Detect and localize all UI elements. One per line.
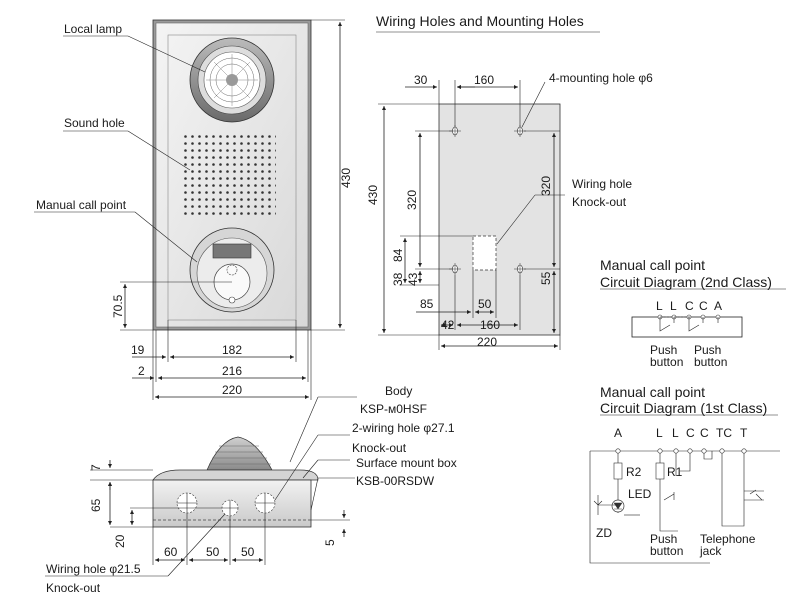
dim-front-216: 216 <box>222 364 242 378</box>
terminal-label: TC <box>716 426 732 440</box>
label-manual-call-point: Manual call point <box>36 198 127 212</box>
dim-side-65: 65 <box>89 498 103 512</box>
mounting-view <box>376 31 600 350</box>
label-local-lamp: Local lamp <box>64 22 122 36</box>
label-wiring-hole-21: Wiring hole φ21.5 <box>46 562 141 576</box>
terminal-label: L <box>656 426 663 440</box>
dim-mount-bottom-160: 160 <box>480 318 500 332</box>
circuit-1st-class <box>589 414 780 564</box>
label-wiring-hole: Wiring hole <box>572 177 632 191</box>
dim-front-19: 19 <box>131 343 145 357</box>
push-button-icon <box>663 492 675 501</box>
push-button-label: Push <box>650 532 677 546</box>
circuit2-title-2: Circuit Diagram (2nd Class) <box>600 274 772 290</box>
dim-mount-220: 220 <box>477 335 497 349</box>
dim-mount-38: 38 <box>391 272 405 286</box>
label-knock-out-bottom: Knock-out <box>46 581 101 595</box>
circuit2-title-1: Manual call point <box>600 257 705 273</box>
zd-label: ZD <box>596 526 612 540</box>
dim-mount-84: 84 <box>391 248 405 262</box>
circuit1-title-1: Manual call point <box>600 384 705 400</box>
label-body-model: KSP-м0HSF <box>360 402 427 416</box>
dim-side-50b: 50 <box>241 545 255 559</box>
push-button-1-label: Push <box>650 343 677 357</box>
label-mounting-hole: 4-mounting hole φ6 <box>549 71 653 85</box>
dim-front-182: 182 <box>222 343 242 357</box>
dim-mount-right-320: 320 <box>539 176 553 196</box>
front-view <box>34 19 345 400</box>
dim-front-220: 220 <box>222 383 242 397</box>
resistor-r2-icon <box>613 462 623 480</box>
label-surface-box: Surface mount box <box>356 456 457 470</box>
label-body: Body <box>385 384 412 398</box>
terminal-label: T <box>740 426 748 440</box>
label-surface-model: KSB-00RSDW <box>356 474 435 488</box>
circuit1-title-2: Circuit Diagram (1st Class) <box>600 400 767 416</box>
push-button-2-label: Push <box>694 343 721 357</box>
label-sound-hole: Sound hole <box>64 116 125 130</box>
r2-label: R2 <box>626 465 642 479</box>
side-view <box>45 396 357 577</box>
sound-hole-grid <box>180 133 276 219</box>
terminal-label: C <box>685 299 694 313</box>
dim-side-5: 5 <box>323 539 337 546</box>
circuit-2nd-class <box>600 288 786 338</box>
dim-mount-30: 30 <box>414 73 428 87</box>
terminal-label: C <box>686 426 695 440</box>
telephone-jack-label: jack <box>699 544 722 558</box>
push-button-label: button <box>650 544 683 558</box>
terminal-label: L <box>670 299 677 313</box>
terminal-label: L <box>656 299 663 313</box>
dim-side-50a: 50 <box>206 545 220 559</box>
telephone-jack-label: Telephone <box>700 532 756 546</box>
terminal-label: L <box>672 426 679 440</box>
terminal-label: A <box>714 299 722 313</box>
mounting-plate <box>438 103 561 336</box>
front-inner-border <box>167 34 297 321</box>
terminal-label: C <box>700 426 709 440</box>
dim-front-2: 2 <box>138 364 145 378</box>
dim-mount-430: 430 <box>366 185 380 205</box>
dim-side-20: 20 <box>113 534 127 548</box>
r1-label: R1 <box>667 465 683 479</box>
manual-call-point-icon <box>189 227 275 313</box>
led-label: LED <box>628 487 652 501</box>
local-lamp-icon <box>189 37 275 123</box>
dim-mount-50: 50 <box>478 297 492 311</box>
dim-side-7: 7 <box>89 464 103 471</box>
dim-mount-top-160: 160 <box>474 73 494 87</box>
mounting-title: Wiring Holes and Mounting Holes <box>376 13 584 29</box>
push-button-2-label: button <box>694 355 727 369</box>
dim-front-70-5: 70.5 <box>111 294 125 318</box>
dim-side-60: 60 <box>164 545 178 559</box>
wiring-knockout <box>472 235 497 271</box>
resistor-r1-icon <box>655 462 665 480</box>
dim-mount-55: 55 <box>539 271 553 285</box>
label-knock-out-top: Knock-out <box>352 441 407 455</box>
lamp-dome <box>206 436 273 471</box>
zener-diode-icon <box>593 495 618 515</box>
telephone-jack-icon <box>749 489 763 501</box>
dim-mount-42: 42 <box>441 318 455 332</box>
label-knock-out: Knock-out <box>572 195 627 209</box>
terminal-label: A <box>614 426 622 440</box>
dim-mount-43: 43 <box>406 272 420 286</box>
label-wiring-hole-27: 2-wiring hole φ27.1 <box>352 421 455 435</box>
terminal-label: C <box>699 299 708 313</box>
dim-front-height: 430 <box>339 168 353 188</box>
dim-mount-left-320: 320 <box>405 190 419 210</box>
push-button-1-label: button <box>650 355 683 369</box>
dim-mount-85: 85 <box>420 297 434 311</box>
